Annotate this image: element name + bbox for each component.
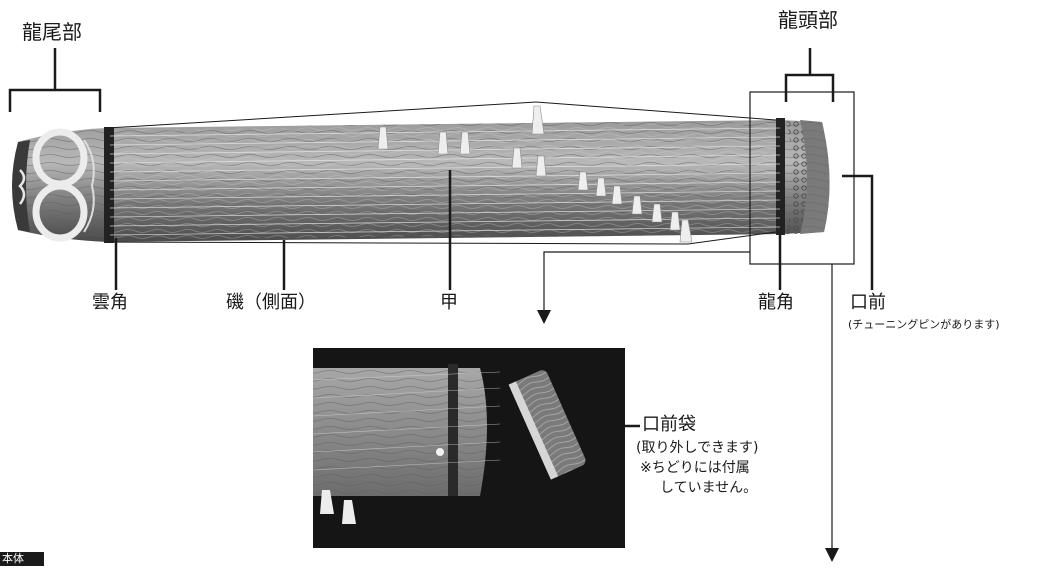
bukuro-note-not-included: ※ちどりには付属 (640, 460, 750, 476)
zoom-lines (107, 101, 777, 245)
label-kuchimae-note: (チューニングピンがあります) (848, 318, 1000, 331)
arrowhead-down-icon (825, 548, 839, 562)
unkaku-bridge (104, 127, 114, 243)
cut-off-heading: 本体 (2, 552, 24, 565)
inset-arrow (543, 251, 833, 548)
ryukaku-bridge (776, 118, 785, 235)
ji-bridges (377, 105, 693, 243)
label-ryukaku: 龍角 (758, 292, 794, 313)
arrowhead-down-icon (537, 310, 551, 324)
koto-body (12, 105, 830, 243)
head-region-box (749, 91, 855, 265)
label-iso: 磯（側面） (226, 292, 316, 313)
bukuro-note-not-included-2: していません。 (660, 480, 758, 496)
label-kuchimae-bukuro: 口前袋 (642, 414, 696, 435)
tail-cord-loops (18, 128, 95, 242)
callout-lines (8, 48, 874, 428)
label-ryuto: 龍頭部 (778, 8, 838, 32)
label-ryubi: 龍尾部 (22, 20, 82, 44)
bukuro-note-removable: (取り外しできます) (636, 440, 759, 456)
cut-off-heading-block (0, 552, 44, 566)
label-unkaku: 雲角 (92, 292, 128, 313)
label-kuchimae: 口前 (850, 292, 886, 313)
label-kou: 甲 (440, 292, 458, 313)
inset-photo (312, 348, 625, 548)
